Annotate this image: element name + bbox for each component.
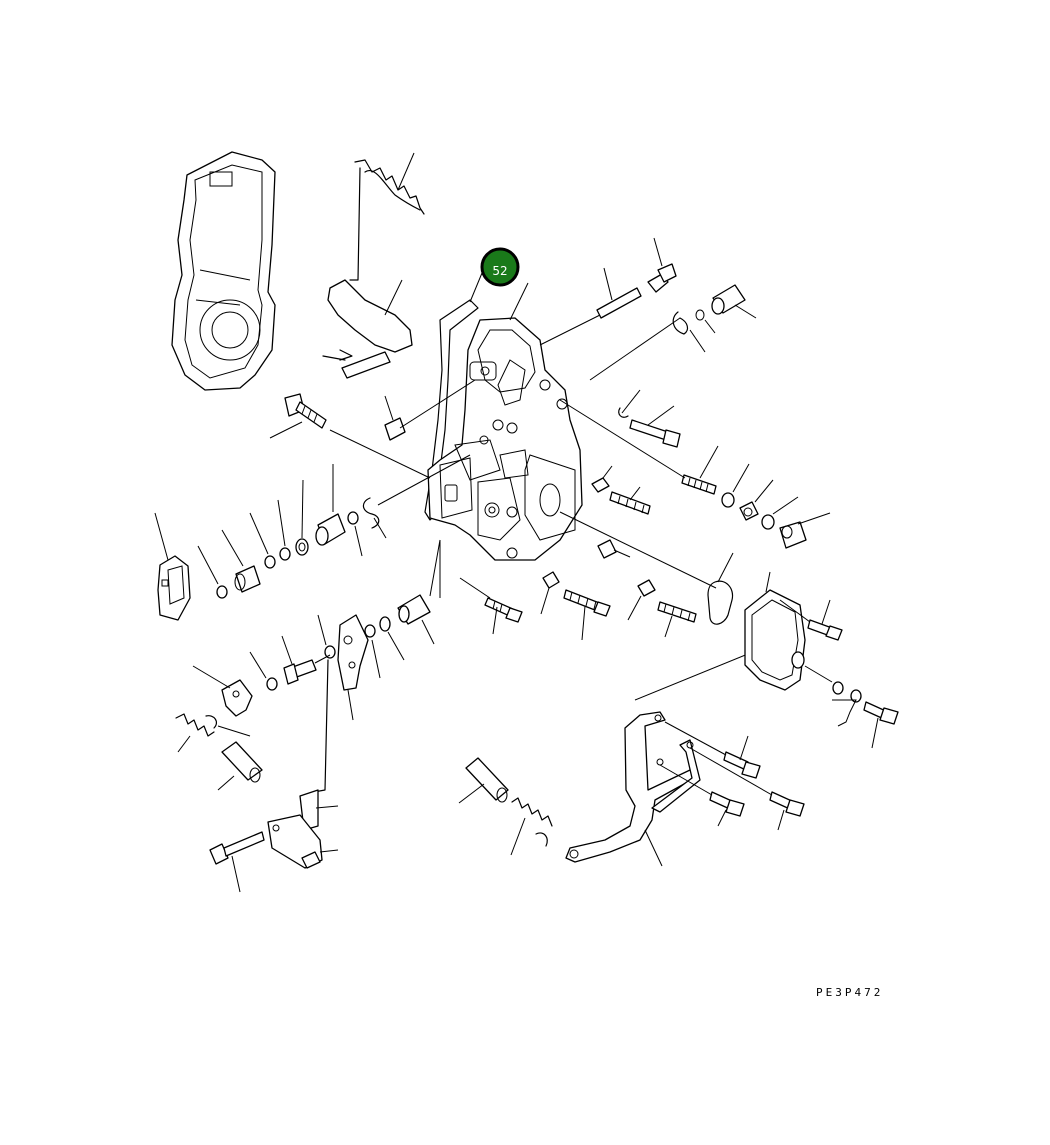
drawing-code: PE3P472 [816, 986, 883, 999]
plug-lower [397, 539, 441, 645]
governor-lever [565, 644, 771, 867]
control-lever [322, 167, 413, 379]
snap-ring-left [362, 454, 471, 539]
bolt-gov-3 [689, 747, 805, 831]
bushing-left [221, 529, 261, 593]
o-ring [559, 511, 734, 625]
nut-lower-1 [540, 571, 560, 615]
washer-lower-2 [324, 645, 336, 659]
pin-lower-middle [458, 757, 509, 804]
bracket-left [154, 512, 191, 621]
washer-lower-3 [249, 651, 278, 691]
pin-lower [217, 741, 263, 791]
washers-lower [364, 616, 405, 679]
linkage-rod [267, 659, 339, 869]
nut-stud-middle [591, 465, 651, 559]
washer-left-3 [249, 512, 276, 569]
stud-lower-1 [459, 577, 523, 635]
pivot-bolt [281, 635, 331, 685]
washer-left-4 [197, 545, 228, 599]
bolt-cover-2 [863, 701, 899, 749]
gear-case-cover [171, 151, 276, 391]
spring-lower-middle [510, 797, 553, 856]
washers-right [721, 463, 831, 549]
washer-left-2 [277, 499, 291, 561]
stud-lower-2 [563, 589, 611, 641]
side-cover [744, 571, 833, 691]
lever-plate [317, 614, 369, 721]
dowel-pin [539, 267, 642, 346]
long-bolt-left [269, 393, 431, 479]
nut-lower-2 [627, 579, 656, 621]
callout-label: 52 [492, 264, 507, 278]
governor-housing [427, 317, 583, 561]
small-bolt-center [384, 379, 476, 441]
o-ring-small [347, 511, 363, 557]
plug-bolt [647, 237, 677, 293]
plug-fitting [695, 284, 757, 334]
stud-lower-3 [657, 601, 697, 638]
callout-52: 52 [480, 247, 529, 321]
sleeve-left [315, 464, 346, 546]
stud-bolt-1 [559, 399, 719, 495]
callout-badge [480, 247, 520, 287]
bolt-gov-2 [659, 764, 745, 827]
bolt-gov-1 [664, 721, 761, 779]
bolt-right-1 [618, 389, 681, 448]
spring-lower-left [175, 713, 251, 753]
snap-ring-shaft [589, 311, 706, 381]
washer-cover [832, 681, 862, 727]
bolt-cover-1 [779, 599, 843, 641]
bolt-lower-left [209, 831, 265, 893]
washer-left-1 [295, 479, 309, 556]
return-spring [354, 152, 425, 215]
small-lever [192, 665, 253, 717]
